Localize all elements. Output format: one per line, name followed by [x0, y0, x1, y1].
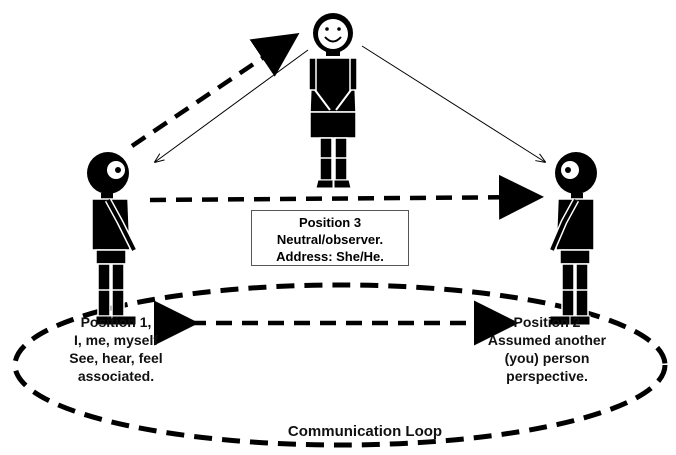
arrow-p1-to-p3 [130, 32, 300, 148]
position2-line-1: Position 2 [513, 314, 581, 330]
position3-figure [308, 13, 358, 189]
position1-figure [87, 152, 138, 326]
position2-label: Position 2 Assumed another (you) person … [462, 313, 632, 385]
thin-arrow-p3-to-p1 [155, 49, 309, 162]
position3-line-1: Position 3 [298, 215, 362, 230]
position3-label-box: Position 3 Neutral/observer. Address: Sh… [251, 210, 409, 266]
position1-line-2: I, me, myself [73, 332, 159, 348]
position1-line-4: associated. [77, 368, 155, 384]
communication-loop-ellipse [12, 282, 668, 448]
communication-loop-label: Communication Loop [287, 423, 443, 440]
arrow-p1-to-p2 [149, 174, 544, 220]
position2-line-2: Assumed another [487, 332, 607, 348]
position2-line-4: perspective. [506, 368, 588, 384]
position1-line-3: See, hear, feel [69, 350, 163, 366]
thin-arrow-p3-to-p2 [361, 45, 545, 162]
position3-line-2: Neutral/observer. [276, 232, 384, 247]
position1-line-1: Position 1, [80, 314, 152, 330]
position2-figure [548, 152, 597, 326]
position1-label: Position 1, I, me, myself See, hear, fee… [26, 313, 206, 385]
position3-line-3: Address: She/He. [276, 249, 384, 264]
position2-line-3: (you) person [504, 350, 590, 366]
